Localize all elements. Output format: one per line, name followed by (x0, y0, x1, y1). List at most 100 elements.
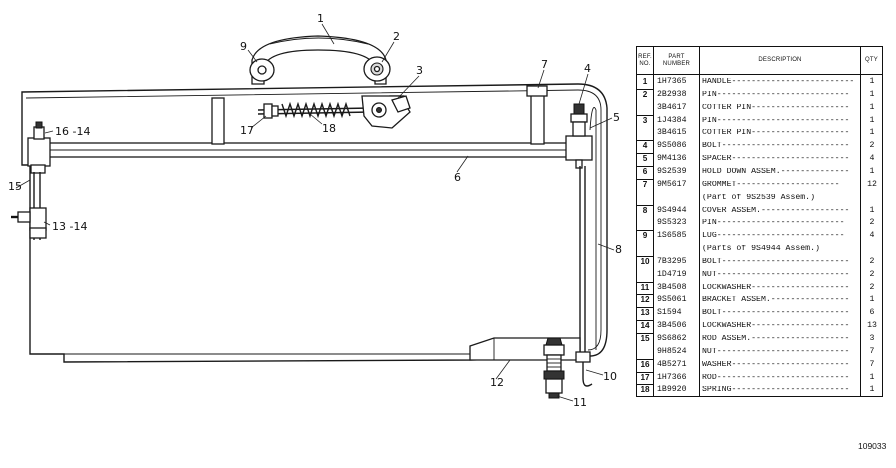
cell-desc: BRACKET ASSEM.---------------- (702, 296, 850, 305)
callout-13-14: 13 -14 (52, 220, 87, 233)
cell-desc: ROD--------------------------- (702, 373, 850, 382)
cell-desc: BOLT-------------------------- (702, 309, 850, 318)
cell-qty: 1 (869, 89, 875, 99)
rod-assembly-left (11, 172, 47, 240)
cell-part: 3B4617 (657, 102, 687, 112)
cell-ref: 10 (640, 256, 650, 266)
bottom-bolt (543, 337, 593, 399)
cell-desc: (Part of 9S2539 Assem.) (702, 193, 816, 202)
left-bolt (30, 121, 46, 174)
leader-lines (15, 23, 615, 402)
cell-qty: 2 (869, 282, 875, 292)
cell-qty: 1 (869, 372, 875, 382)
header-qty: QTY (865, 57, 878, 63)
callout-7: 7 (541, 58, 548, 71)
cell-part: 2B2938 (657, 89, 687, 99)
callout-1: 1 (317, 12, 324, 25)
callout-11: 11 (573, 396, 587, 409)
cell-ref: 9 (642, 231, 648, 241)
cell-ref: 6 (642, 166, 648, 176)
cell-ref: 12 (640, 295, 650, 305)
callout-4: 4 (584, 62, 591, 75)
cell-ref: 3 (642, 115, 648, 125)
callout-15: 15 (8, 180, 22, 193)
table-header: REF. NO. PART NUMBER DESCRIPTION QTY (637, 47, 882, 75)
cell-ref: 16 (640, 359, 650, 369)
cell-qty: 1 (869, 205, 875, 215)
callout-2: 2 (393, 30, 400, 43)
cell-qty: 6 (869, 308, 875, 318)
cell-ref: 8 (642, 205, 648, 215)
cell-part: 9S5323 (657, 218, 687, 228)
cell-part: 1S6585 (657, 231, 687, 241)
spring-and-rod (257, 95, 411, 129)
cell-part: 3B4508 (657, 282, 687, 292)
cell-desc: ROD ASSEM.-------------------- (702, 335, 850, 343)
cell-qty: 7 (869, 346, 875, 356)
cell-part: 9M4136 (657, 154, 687, 164)
cell-qty: 1 (869, 295, 875, 305)
cell-qty: 1 (869, 102, 875, 112)
cell-part: 9S5086 (657, 141, 687, 151)
callout-18: 18 (322, 122, 336, 135)
callout-16-14: 16 -14 (55, 125, 90, 138)
cell-qty: 2 (869, 256, 875, 266)
cell-desc: PIN--------------------------- (702, 116, 850, 125)
cell-desc: LOCKWASHER-------------------- (702, 322, 850, 331)
callout-17: 17 (240, 124, 254, 137)
handle-part (249, 35, 391, 85)
cell-part: 9S4944 (657, 205, 687, 215)
cell-desc: PIN--------------------------- (702, 90, 850, 99)
cell-qty: 2 (869, 141, 875, 151)
cell-part: 9S2539 (657, 166, 687, 176)
cell-qty: 2 (869, 218, 875, 228)
callout-3: 3 (416, 64, 423, 77)
cell-qty: 7 (869, 359, 875, 369)
cell-ref: 11 (640, 282, 650, 292)
table-row: (Part of 9S2539 Assem.) (637, 194, 882, 207)
header-part-number: PART NUMBER (662, 53, 691, 67)
cell-desc: BOLT-------------------------- (702, 142, 850, 151)
cell-ref: 4 (642, 141, 648, 151)
cell-part: 9S5061 (657, 295, 687, 305)
cell-desc: HANDLE------------------------- (702, 78, 855, 86)
cell-ref: 13 (640, 308, 650, 318)
cell-qty: 12 (867, 179, 877, 189)
cell-qty: 1 (869, 115, 875, 125)
table-row: 12 9S5061 BRACKET ASSEM.---------------- 1 (637, 296, 882, 309)
callout-6: 6 (454, 171, 461, 184)
rod-assembly-right (579, 107, 597, 352)
cell-ref: 18 (640, 385, 650, 395)
cell-desc: PIN-------------------------- (702, 219, 845, 228)
cell-desc: GROMMET--------------------- (702, 180, 840, 189)
cell-qty: 4 (869, 231, 875, 241)
cell-qty: 2 (869, 269, 875, 279)
cell-part: 3B4506 (657, 321, 687, 331)
cell-qty: 3 (869, 334, 875, 343)
figure-code: 109033 (858, 441, 887, 451)
cell-desc: WASHER------------------------ (702, 360, 850, 369)
cell-ref: 15 (640, 334, 650, 343)
cell-ref: 1 (642, 77, 648, 86)
cell-part: 1B9920 (657, 385, 687, 395)
cell-desc: COTTER PIN-------------------- (702, 129, 850, 138)
hold-down-bar (27, 135, 593, 167)
cell-desc: BOLT-------------------------- (702, 257, 850, 266)
cell-part: 9H8524 (657, 346, 687, 356)
cell-qty: 4 (869, 154, 875, 164)
cell-desc: LUG-------------------------- (702, 232, 845, 241)
header-description: DESCRIPTION (758, 57, 802, 63)
cell-desc: HOLD DOWN ASSEM.-------------- (702, 167, 850, 176)
